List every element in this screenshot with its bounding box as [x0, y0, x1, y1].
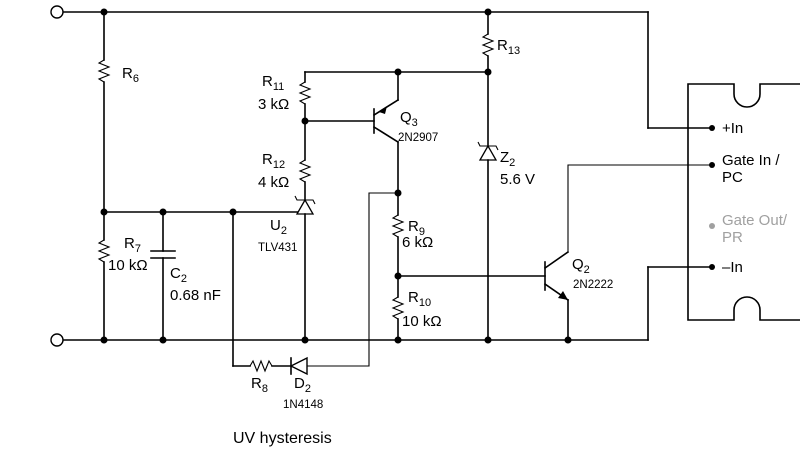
wire-d2-to-q3: [307, 192, 398, 367]
part-d2: 1N4148: [283, 399, 323, 411]
shunt-regulator-u2: [294, 195, 316, 215]
label-q2: Q2: [572, 256, 590, 276]
transistor-q3: [372, 98, 400, 144]
junction-dots: [100, 8, 715, 344]
label-r12: R12: [262, 151, 285, 171]
resistor-r8: [249, 359, 273, 373]
input-terminal-bottom[interactable]: [50, 333, 64, 347]
label-c2: C2: [170, 265, 187, 285]
label-r7: R7: [124, 235, 141, 255]
pin-label-gate-out-2: PR: [722, 229, 743, 246]
value-z2: 5.6 V: [500, 171, 535, 188]
gate-out-pin-dot: [709, 223, 715, 229]
resistor-r12: [298, 159, 312, 183]
value-c2: 0.68 nF: [170, 287, 221, 304]
label-d2: D2: [294, 375, 311, 395]
part-u2: TLV431: [258, 242, 297, 254]
wire-q2-collector-gate-in: [567, 164, 712, 252]
label-z2: Z2: [500, 149, 515, 169]
value-r12: 4 kΩ: [258, 174, 289, 191]
pin-label-gate-in-1: Gate In /: [722, 152, 780, 169]
resistor-r11: [298, 81, 312, 105]
figure-caption: UV hysteresis: [233, 430, 332, 447]
pin-label-gate-out-1: Gate Out/: [722, 212, 788, 229]
label-u2: U2: [270, 217, 287, 237]
power-module-outline: [687, 83, 800, 321]
label-r10: R10: [408, 289, 431, 309]
pin-label-gate-in-2: PC: [722, 169, 743, 186]
part-q2: 2N2222: [573, 279, 613, 291]
transistor-q2: [543, 250, 570, 302]
label-q3: Q3: [400, 109, 418, 129]
value-r9: 6 kΩ: [402, 234, 433, 251]
input-terminal-top[interactable]: [50, 5, 64, 19]
diode-d2: [289, 356, 308, 376]
zener-z2: [477, 141, 499, 161]
resistor-r10: [391, 296, 405, 320]
top-rail: [61, 11, 713, 129]
label-r13: R13: [497, 37, 520, 57]
resistor-r13: [481, 33, 495, 57]
resistor-r9: [391, 214, 405, 238]
part-q3: 2N2907: [398, 132, 438, 144]
label-r8: R8: [251, 375, 268, 395]
label-r11: R11: [262, 73, 284, 93]
bottom-rail: [61, 266, 713, 341]
pin-label-plus-in: +In: [722, 120, 743, 137]
pin-label-minus-in: –In: [722, 259, 743, 276]
value-r10: 10 kΩ: [402, 313, 442, 330]
value-r11: 3 kΩ: [258, 96, 289, 113]
resistor-r7: [97, 239, 111, 263]
label-r6: R6: [122, 65, 139, 85]
label-r9: R9: [408, 218, 425, 238]
resistor-r6: [97, 59, 111, 83]
value-r7: 10 kΩ: [108, 257, 148, 274]
